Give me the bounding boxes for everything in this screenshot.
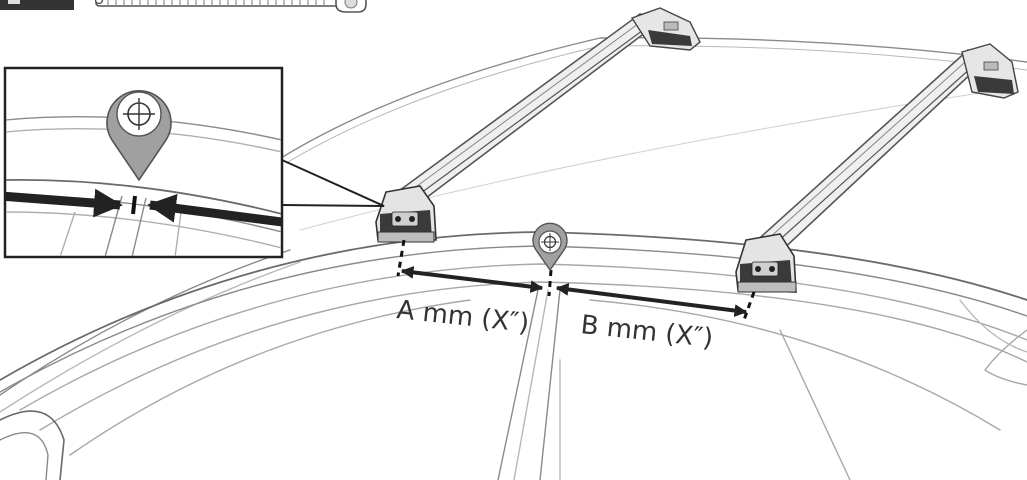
dimension-a-arrow [400,266,544,293]
crosshair-pin-icon [106,90,172,182]
tool-box-icon [0,0,74,10]
callout-arrow-left [6,188,123,218]
dimension-b-label: B mm (X″) [579,310,714,354]
measurement-guides [396,239,756,321]
callout-arrow-right [147,194,281,227]
zoom-callout [3,66,385,259]
roof-bar-rear [735,43,1019,293]
callout-pointer [281,159,385,207]
crosshair-pin-icon [532,222,568,272]
dimension-b-arrow [555,283,748,317]
roof-front-edge [169,37,1027,251]
dimension-a-label: A mm (X″) [395,295,530,339]
tool-icon-strip [0,0,367,13]
a-pillar [0,249,291,396]
side-mirror [0,410,65,480]
callout-center-mark [131,195,137,215]
roof-bar-front [375,7,701,243]
tape-measure-icon [94,0,367,13]
b-pillar-front [497,289,539,480]
